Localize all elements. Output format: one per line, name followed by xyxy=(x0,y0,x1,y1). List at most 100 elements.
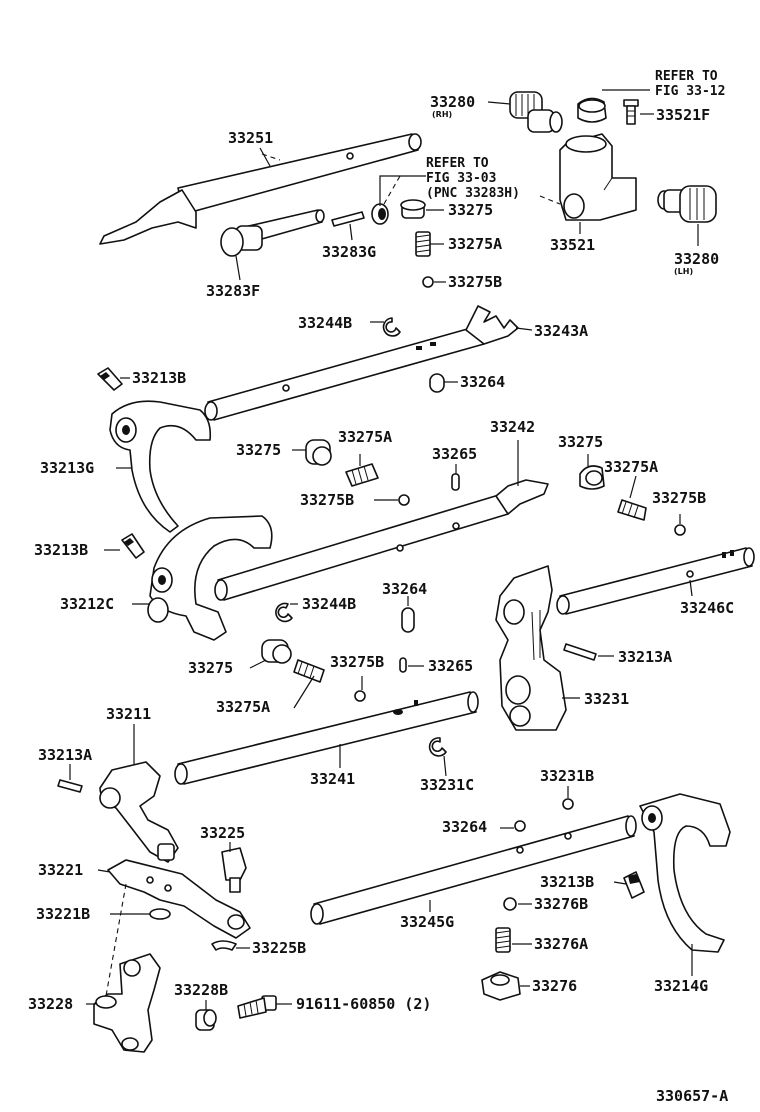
bolt-33521f xyxy=(623,99,639,125)
bolt-33213b-low xyxy=(623,871,645,899)
label-33275-low: 33275 xyxy=(188,659,233,677)
cap-nut xyxy=(577,97,607,123)
label-33264-top: 33264 xyxy=(460,373,505,391)
label-33275-right: 33275 xyxy=(558,433,603,451)
spring-33275a-top xyxy=(415,231,431,257)
label-33245g: 33245G xyxy=(400,913,454,931)
label-33243a: 33243A xyxy=(534,322,588,340)
plug-33275-right xyxy=(579,465,605,490)
ball-33275b-right xyxy=(674,524,686,536)
label-33213g: 33213G xyxy=(40,459,94,477)
ball-33275b-low xyxy=(354,690,366,702)
clip-33244b-mid xyxy=(275,602,293,623)
label-33264-mid: 33264 xyxy=(382,580,427,598)
label-33264-low: 33264 xyxy=(442,818,487,836)
ball-33231b xyxy=(562,798,574,810)
shaft-33251 xyxy=(99,133,422,245)
label-33211: 33211 xyxy=(106,705,151,723)
block-33225 xyxy=(221,847,247,893)
label-33228b: 33228B xyxy=(174,981,228,999)
leader-lines xyxy=(69,89,699,1010)
label-33251: 33251 xyxy=(228,129,273,147)
clip-33244b-top xyxy=(382,317,401,337)
label-33275b-right: 33275B xyxy=(652,489,706,507)
shaft-33245g xyxy=(310,815,637,925)
spring-33276a xyxy=(495,927,511,953)
label-91611-60850: 91611-60850 (2) xyxy=(296,995,431,1013)
ball-33275b-mid xyxy=(398,494,410,506)
ball-33264-low xyxy=(514,820,526,832)
label-33275b-top: 33275B xyxy=(448,273,502,291)
label-33275a-top: 33275A xyxy=(448,235,502,253)
ref-line-ring xyxy=(383,175,401,205)
spring-33275a-low xyxy=(293,659,325,683)
label-33275-top: 33275 xyxy=(448,201,493,219)
ball-33275b-top xyxy=(422,276,434,288)
pin-33265-mid xyxy=(451,473,460,491)
label-33276: 33276 xyxy=(532,977,577,995)
plug-33276 xyxy=(481,971,521,1001)
plate-33221 xyxy=(107,859,251,939)
note-fig-33-12-line2: FIG 33-12 xyxy=(655,84,725,99)
label-33213b-mid: 33213B xyxy=(34,541,88,559)
label-33265-mid: 33265 xyxy=(432,445,477,463)
label-33231b: 33231B xyxy=(540,767,594,785)
plug-33275-mid xyxy=(305,439,332,466)
washer-33221b xyxy=(149,908,171,920)
pin-33264-mid xyxy=(401,607,415,633)
plug-33275-top xyxy=(400,199,426,219)
label-33214g: 33214G xyxy=(654,977,708,995)
label-33280-lh: 33280 xyxy=(674,250,719,268)
label-33275a-mid: 33275A xyxy=(338,428,392,446)
ball-33276b xyxy=(503,897,517,911)
label-33283g: 33283G xyxy=(322,243,376,261)
pin-33264-top xyxy=(429,373,445,393)
ref-line-lever xyxy=(105,883,127,997)
note-fig-33-03-line3: (PNC 33283H) xyxy=(426,186,520,201)
side-mark-rh: (RH) xyxy=(432,110,452,119)
shaft-33241 xyxy=(174,691,479,785)
label-33213b-low: 33213B xyxy=(540,873,594,891)
fork-33214g xyxy=(639,793,731,953)
label-33280-rh: 33280 xyxy=(430,93,475,111)
label-33225: 33225 xyxy=(200,824,245,842)
label-33228: 33228 xyxy=(28,995,73,1013)
shaft-33243a xyxy=(204,305,519,421)
label-33221: 33221 xyxy=(38,861,83,879)
note-fig-33-12-line1: REFER TO xyxy=(655,69,718,84)
shaft-33246c xyxy=(556,547,755,615)
label-33244b-mid: 33244B xyxy=(302,595,356,613)
ref-line-cover xyxy=(539,195,561,205)
fork-33212c xyxy=(147,515,273,641)
label-33244b-top: 33244B xyxy=(298,314,352,332)
ring-33283h xyxy=(371,203,389,225)
plug-33280-rh xyxy=(509,91,563,133)
clip-33231c xyxy=(428,737,447,757)
cover-33521 xyxy=(559,133,637,221)
note-fig-33-03-line2: FIG 33-03 xyxy=(426,171,496,186)
label-33275b-low: 33275B xyxy=(330,653,384,671)
spring-33275a-mid xyxy=(345,463,379,487)
plug-33275-low xyxy=(261,639,292,664)
pin-33213a-left xyxy=(57,779,83,793)
label-33275b-mid: 33275B xyxy=(300,491,354,509)
pin-33283g xyxy=(331,211,365,227)
figure-id: 330657-A xyxy=(656,1087,728,1105)
label-33275-mid: 33275 xyxy=(236,441,281,459)
label-33241: 33241 xyxy=(310,770,355,788)
bushing-33228b xyxy=(195,1009,217,1031)
label-33521: 33521 xyxy=(550,236,595,254)
plunger-33283f xyxy=(220,209,325,257)
spring-33275a-right xyxy=(617,499,647,521)
label-33225b: 33225B xyxy=(252,939,306,957)
block-33231 xyxy=(495,565,567,731)
label-33231: 33231 xyxy=(584,690,629,708)
lever-33211 xyxy=(99,761,179,863)
plug-33280-lh xyxy=(657,185,717,223)
label-33275a-right: 33275A xyxy=(604,458,658,476)
clip-33225b xyxy=(211,940,237,951)
shaft-33242 xyxy=(214,479,549,601)
bolt-33213b-top xyxy=(97,367,123,391)
label-33276a: 33276A xyxy=(534,935,588,953)
